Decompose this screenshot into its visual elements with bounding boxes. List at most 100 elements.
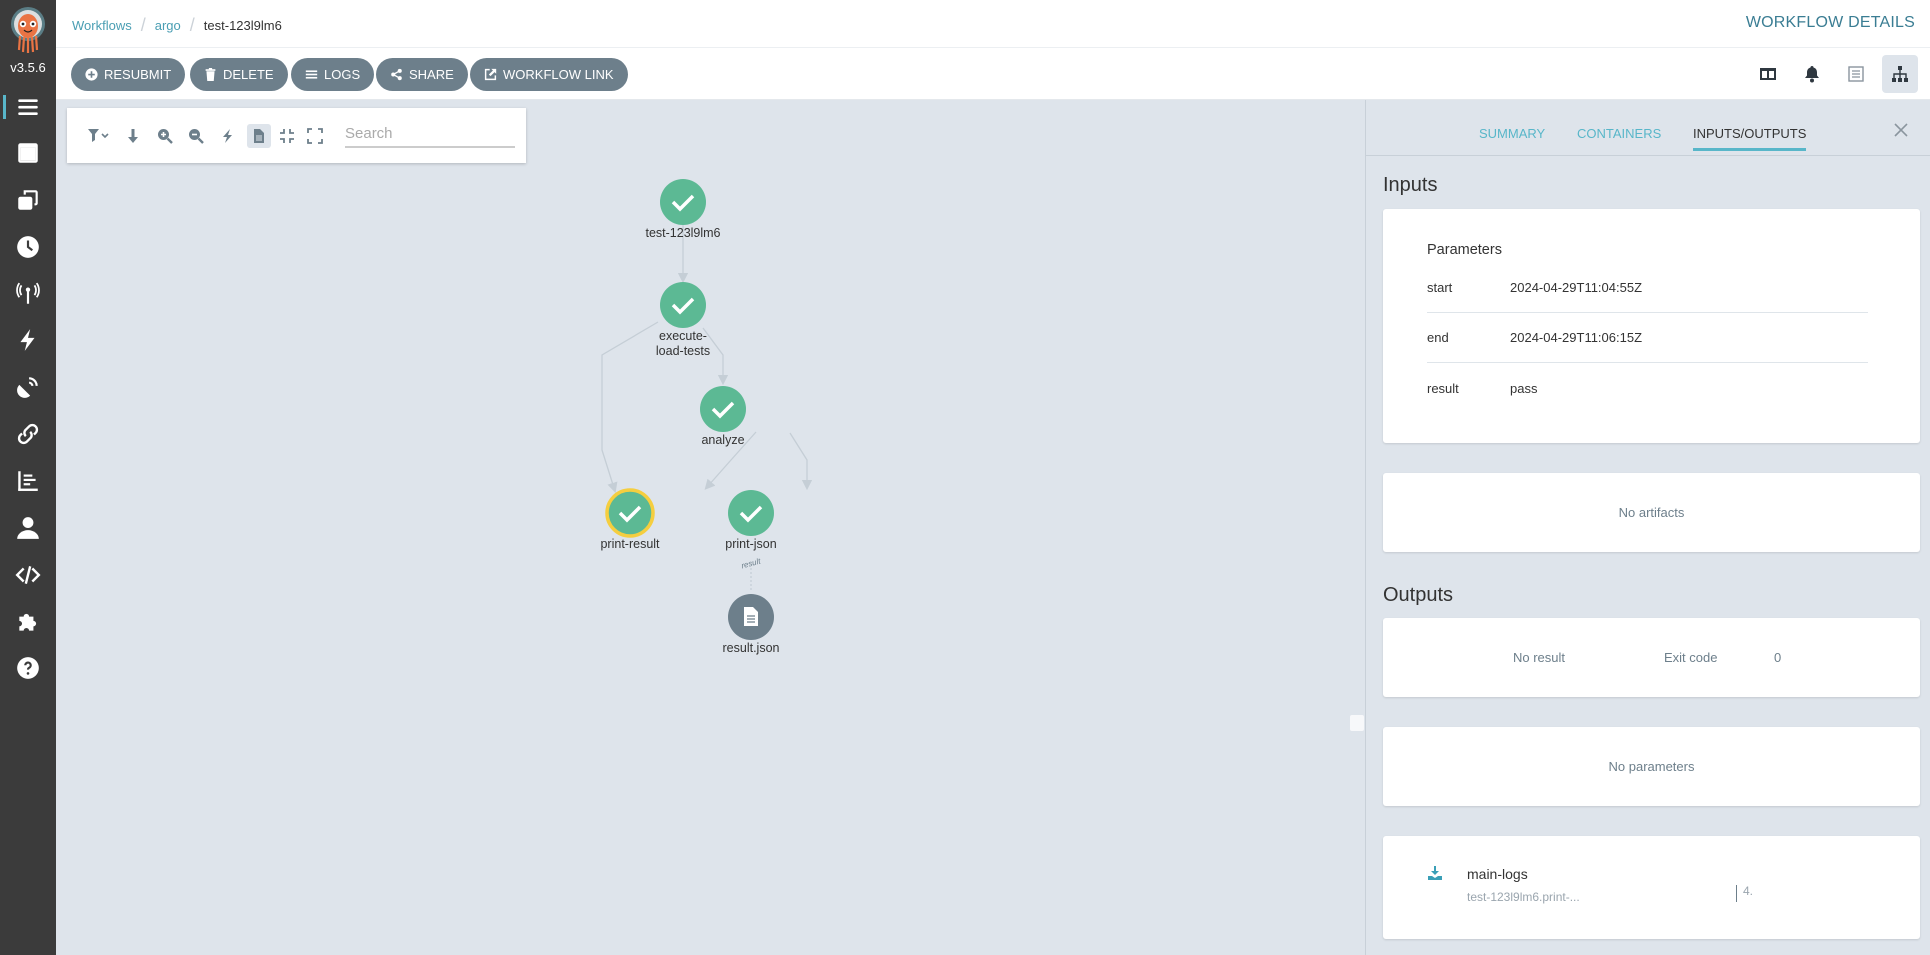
puzzle-piece-icon <box>19 613 37 631</box>
zoom-out-button[interactable] <box>184 124 208 148</box>
node-execute-load-tests[interactable] <box>660 282 706 328</box>
yaml-view-button[interactable] <box>1838 55 1874 93</box>
parameter-row: end 2024-04-29T11:06:15Z <box>1427 330 1868 380</box>
zoom-out-icon <box>189 129 204 144</box>
fast-render-button[interactable] <box>216 124 240 148</box>
sidebar-item-workflow-templates[interactable] <box>0 133 56 173</box>
node-label: print-result <box>600 537 660 551</box>
download-button[interactable] <box>121 124 145 148</box>
breadcrumb-current: test-123l9lm6 <box>203 18 282 33</box>
link-icon <box>17 423 39 445</box>
node-label: analyze <box>701 433 745 447</box>
breadcrumb-separator: / <box>140 15 146 35</box>
file-icon <box>254 129 264 143</box>
sidebar-item-workflows[interactable] <box>0 87 56 127</box>
bell-icon <box>1805 66 1819 83</box>
output-result-card: No result Exit code 0 <box>1383 618 1920 697</box>
breadcrumb: Workflows / argo / test-123l9lm6 <box>72 15 282 36</box>
sidebar-item-api-docs[interactable] <box>0 555 56 595</box>
workflow-graph: result <box>601 179 813 640</box>
tab-inputs-outputs[interactable]: INPUTS/OUTPUTS <box>1693 126 1807 151</box>
share-button[interactable]: SHARE <box>376 58 468 91</box>
divider <box>1427 362 1868 363</box>
parameters-title: Parameters <box>1427 242 1502 258</box>
page-title: WORKFLOW DETAILS <box>1745 14 1915 31</box>
filter-button[interactable] <box>83 124 115 148</box>
tab-summary[interactable]: SUMMARY <box>1479 126 1546 141</box>
columns-icon <box>1760 68 1776 80</box>
version-label: v3.5.6 <box>10 60 46 75</box>
sidebar-item-link[interactable] <box>0 414 56 454</box>
share-label: SHARE <box>409 67 454 82</box>
sidebar-item-plugins[interactable] <box>0 602 56 642</box>
collapse-button[interactable] <box>275 124 299 148</box>
argo-logo[interactable] <box>8 6 48 54</box>
sitemap-icon <box>1892 66 1908 82</box>
resubmit-button[interactable]: RESUBMIT <box>71 58 186 91</box>
graph-search-input[interactable] <box>345 120 515 148</box>
node-result-json[interactable] <box>728 594 774 640</box>
parameter-row: start 2024-04-29T11:04:55Z <box>1427 280 1868 330</box>
graph-toolbar <box>67 108 526 163</box>
close-icon <box>1894 123 1908 137</box>
download-artifact-button[interactable] <box>1428 866 1442 880</box>
question-circle-icon <box>17 657 39 679</box>
node-print-json[interactable] <box>728 490 774 536</box>
window-icon <box>18 143 38 163</box>
exit-code-label: Exit code <box>1664 650 1718 665</box>
divider <box>1427 312 1868 313</box>
artifacts-toggle-button[interactable] <box>247 124 271 148</box>
sidebar-item-cron-workflows[interactable] <box>0 227 56 267</box>
zoom-in-button[interactable] <box>153 124 177 148</box>
chart-bar-icon <box>18 471 38 491</box>
sidebar-item-sensors[interactable] <box>0 320 56 360</box>
code-icon <box>15 566 41 584</box>
graph-canvas[interactable]: result test-123l9lm6 execute- load-tests <box>56 100 1365 955</box>
split-view-button[interactable] <box>1750 55 1786 93</box>
parameter-name: start <box>1427 280 1453 295</box>
sidebar-item-cluster-workflow-templates[interactable] <box>0 180 56 220</box>
artifact-name[interactable]: main-logs <box>1467 866 1528 882</box>
bolt-icon <box>20 329 35 351</box>
parameter-value: 2024-04-29T11:04:55Z <box>1510 280 1643 295</box>
graph-view-button[interactable] <box>1882 55 1918 93</box>
input-artifacts-card: No artifacts <box>1383 473 1920 552</box>
tab-containers[interactable]: CONTAINERS <box>1577 126 1662 141</box>
no-result-text: No result <box>1513 650 1566 665</box>
sidebar-item-event-sources[interactable] <box>0 274 56 314</box>
no-parameters-text: No parameters <box>1608 759 1695 774</box>
trash-icon <box>205 68 216 81</box>
zoom-in-icon <box>158 129 173 144</box>
sidebar-item-help[interactable] <box>0 648 56 688</box>
bars-icon <box>305 70 318 79</box>
events-button[interactable] <box>1794 55 1830 93</box>
arrow-down-icon <box>128 129 138 143</box>
plus-circle-icon <box>85 68 98 81</box>
breadcrumb-workflows[interactable]: Workflows <box>72 18 132 33</box>
logs-button[interactable]: LOGS <box>291 58 375 91</box>
node-analyze[interactable] <box>700 386 746 432</box>
workflow-link-button[interactable]: WORKFLOW LINK <box>470 58 628 91</box>
node-print-result[interactable] <box>605 488 655 538</box>
sidebar-item-user-info[interactable] <box>0 508 56 548</box>
workflow-link-label: WORKFLOW LINK <box>503 67 614 82</box>
resubmit-label: RESUBMIT <box>104 67 172 82</box>
share-icon <box>391 68 402 81</box>
delete-button[interactable]: DELETE <box>190 58 288 91</box>
splitter-handle[interactable] <box>1350 715 1364 731</box>
close-panel-button[interactable] <box>1893 122 1911 140</box>
node-label: execute- load-tests <box>655 329 711 358</box>
sidebar-item-reports[interactable] <box>0 461 56 501</box>
fullscreen-button[interactable] <box>303 124 327 148</box>
bars-icon <box>18 99 38 116</box>
input-parameters-card: Parameters start 2024-04-29T11:04:55Z en… <box>1383 209 1920 443</box>
clock-icon <box>17 236 39 258</box>
node-test-123l9lm6[interactable] <box>660 179 706 225</box>
satellite-dish-icon <box>17 377 38 398</box>
breadcrumb-namespace[interactable]: argo <box>154 18 181 33</box>
panel-tabs: SUMMARY CONTAINERS INPUTS/OUTPUTS <box>1366 100 1930 156</box>
clone-icon <box>18 190 38 210</box>
parameter-row: result pass <box>1427 381 1868 431</box>
parameter-value: 2024-04-29T11:06:15Z <box>1510 330 1643 345</box>
sidebar-item-event-flow[interactable] <box>0 367 56 407</box>
